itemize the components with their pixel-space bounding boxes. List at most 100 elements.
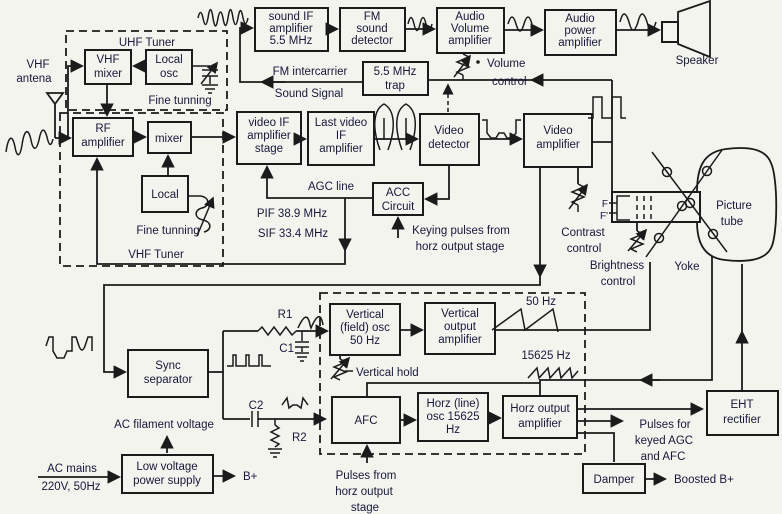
- trap-rect: [362, 61, 429, 96]
- acc-label: Circuit: [382, 201, 415, 213]
- contrast-control-pot: [568, 167, 589, 212]
- brightness-control-label: control: [601, 276, 636, 288]
- block-sound-if-amplifier: sound IF amplifier 5.5 MHz: [254, 7, 329, 52]
- power-amp-label: Audio: [565, 13, 594, 25]
- filament-label-f-prime: F': [600, 211, 608, 222]
- last-video-if-label: IF: [336, 130, 346, 142]
- sync-separator-label: Sync: [155, 360, 181, 372]
- vhf-tuner-outline: [59, 112, 224, 267]
- power-supply-label: power supply: [133, 475, 201, 487]
- block-last-video-if-amplifier: Last video IF amplifier: [307, 111, 375, 166]
- block-local-osc: Local osc: [145, 49, 193, 85]
- fm-intercarrier-label: FM intercarrier: [273, 66, 348, 78]
- ac-mains-label: AC mains: [47, 463, 97, 475]
- eht-rect: [706, 390, 779, 436]
- horz-output-label: Horz output: [510, 403, 570, 415]
- acc-label: ACC: [386, 187, 410, 199]
- local-label: Local: [151, 189, 179, 201]
- antenna-label-2: antena: [16, 73, 52, 85]
- pulses-for-label: keyed AGC: [635, 435, 693, 447]
- dot: [476, 60, 480, 64]
- block-video-detector: Video detector: [419, 113, 480, 166]
- vertical-output-label: output: [444, 321, 477, 333]
- block-mixer: mixer: [147, 121, 192, 154]
- video-if-stage-label: amplifier: [247, 130, 291, 142]
- r1-label: R1: [278, 309, 293, 321]
- pulses-from-label: horz output: [335, 486, 393, 498]
- crt-neck: [611, 191, 701, 223]
- sync-separator-rect: [127, 349, 209, 398]
- brightness-control-label: Brightness: [590, 260, 645, 272]
- trap-label: trap: [385, 80, 405, 92]
- fm-detector-label: sound: [356, 23, 387, 35]
- rf-modulated-waveform: [197, 8, 249, 27]
- vertical-output-label: Vertical: [441, 308, 479, 320]
- antenna-icon: [45, 92, 65, 106]
- vhf-mixer-label: mixer: [94, 68, 122, 80]
- audio-sine-waveform: [619, 13, 657, 31]
- block-acc-circuit: ACC Circuit: [372, 182, 424, 216]
- horz-osc-label: Hz: [446, 424, 460, 436]
- power-supply-rect: [121, 454, 214, 494]
- 50hz-label: 50 Hz: [526, 296, 556, 308]
- block-vertical-output-amplifier: Vertical output amplifier: [424, 302, 496, 355]
- last-video-if-label: Last video: [315, 117, 367, 129]
- video-amplifier-label: Video: [543, 125, 572, 137]
- uhf-tuner-section: UHF Tuner Fine tunning: [65, 30, 228, 111]
- horz-osc-rect: [417, 392, 489, 442]
- fm-detector-label: detector: [351, 35, 393, 47]
- block-vertical-osc: Vertical (field) osc 50 Hz: [329, 303, 401, 356]
- block-video-if-amplifier-stage: video IF amplifier stage: [236, 111, 302, 165]
- fm-detector-label: FM: [364, 11, 381, 23]
- vertical-hold-pot: [330, 355, 353, 381]
- rf-input-waveform: [5, 129, 54, 156]
- trap-label: 5.5 MHz: [374, 66, 417, 78]
- sound-signal-label: Sound Signal: [275, 88, 343, 100]
- antenna-label-1: VHF: [27, 59, 50, 71]
- block-trap: 5.5 MHz trap: [362, 61, 429, 96]
- volume-control-pot: [453, 53, 480, 80]
- sound-if-label: sound IF: [269, 11, 314, 23]
- fine-tuning-uhf-label: Fine tunning: [148, 95, 211, 107]
- brightness-control-pot: [627, 222, 648, 253]
- c1-label: C1: [279, 343, 294, 355]
- eht-label: rectifier: [723, 414, 761, 426]
- local-rect: [141, 175, 189, 213]
- volume-amp-label: amplifier: [448, 35, 492, 47]
- sif-label: SIF 33.4 MHz: [258, 228, 329, 240]
- pulses-from-label: stage: [351, 502, 379, 514]
- video-signal-waveform: [482, 119, 521, 139]
- differentiated-waveform: [281, 396, 309, 410]
- speaker: Speaker: [661, 0, 719, 67]
- eht-label: EHT: [731, 399, 754, 411]
- speaker-horn-icon: [677, 0, 711, 59]
- sawtooth-50hz-waveform: [491, 307, 559, 333]
- power-amp-label: power: [564, 25, 595, 37]
- vhf-tuner-label: VHF Tuner: [128, 249, 184, 261]
- filament-label-f: F: [602, 199, 608, 210]
- c2-label: C2: [249, 400, 264, 412]
- block-vhf-mixer: VHF mixer: [84, 49, 132, 85]
- block-audio-power-amplifier: Audio power amplifier: [544, 9, 617, 56]
- block-eht-rectifier: EHT rectifier: [706, 390, 779, 436]
- if-response-curve-icon: [374, 103, 416, 151]
- block-damper: Damper: [582, 463, 646, 494]
- pif-label: PIF 38.9 MHz: [257, 208, 328, 220]
- uhf-trimmer-cap-icon: [192, 61, 219, 94]
- horz-osc-label: Horz (line): [426, 398, 479, 410]
- block-audio-volume-amplifier: Audio Volume amplifier: [436, 7, 505, 54]
- c1-capacitor-icon: [295, 331, 309, 362]
- composite-video-waveform: [45, 336, 93, 359]
- pulses-for-label: and AFC: [641, 451, 686, 463]
- power-amp-rect: [544, 9, 617, 56]
- vhf-fine-tuning-coil-icon: [188, 195, 215, 237]
- vhf-mixer-rect: [84, 49, 132, 85]
- vertical-osc-label: Vertical: [346, 309, 384, 321]
- vertical-osc-label: (field) osc: [340, 322, 390, 334]
- speaker-driver-icon: [661, 21, 679, 43]
- rf-amplifier-label: RF: [95, 123, 110, 135]
- contrast-control-label: control: [567, 243, 602, 255]
- video-amplifier-rect: [523, 113, 593, 168]
